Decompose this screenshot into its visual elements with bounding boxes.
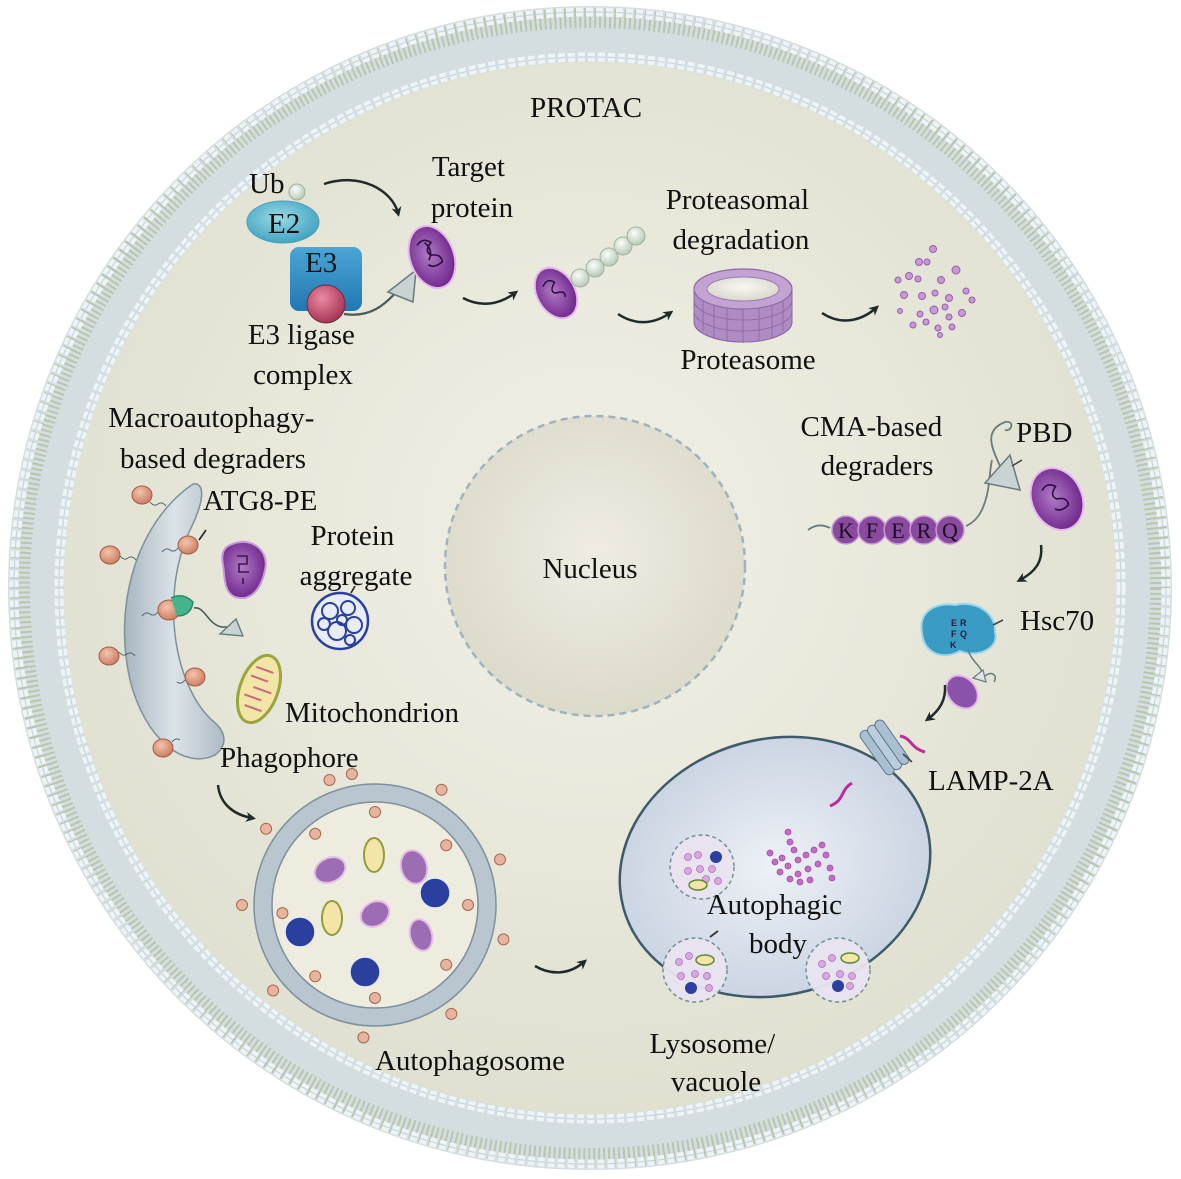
e2-label: E2 [268,208,300,240]
lamp-2a-label: LAMP-2A [928,765,1054,797]
autophagosome-label: Autophagosome [375,1045,565,1077]
lysosome-label: Lysosome/ vacuole [650,1028,783,1098]
hsc70-bound-protein-icon [945,674,979,710]
e3-ligase-complex-label: E3 ligase complex [248,319,362,391]
atg8-bead [236,899,248,911]
atg8-pe-label: ATG8-PE [203,485,317,517]
macroautophagy-pathway: Macroautophagy- based degraders ATG8-PE [98,402,588,1077]
ubiquitinated-protein-icon [533,226,646,320]
protein-aggregate-label: Protein aggregate [300,520,413,592]
phagophore-label: Phagophore [220,742,359,774]
autophagic-body [662,937,728,1003]
atg8-bead [345,768,358,780]
atg8-bead [440,839,453,852]
atg8-bead [276,907,289,920]
atg8-bead [309,827,322,840]
hsc70-motif-letter: F [951,629,957,639]
atg8-bead [462,899,474,911]
degraded-chain-icon [766,828,836,886]
hsc70-motif-letter: K [950,640,957,650]
atg8-bead [435,783,448,796]
atg8-binder-icon [170,595,194,617]
ubiquitination-arrow [462,290,519,305]
proteasome-label: Proteasome [680,344,815,376]
to-hsc70-arrow [1016,544,1043,582]
cma-title: CMA-based degraders [800,411,949,482]
atg8-bead [260,822,273,835]
ub-label: Ub [249,168,284,200]
degraded-peptides-icon [894,245,976,338]
e3-ligase-icon [290,247,362,311]
kferq-bead [935,515,965,545]
atg8-bead [323,774,336,786]
atg8-bead [440,958,453,971]
kferq-letter: R [917,518,932,543]
protein-aggregate-icon [310,585,370,651]
hsc70-motif-letter: Q [960,629,967,639]
to-lysosome-arrow [534,959,588,974]
to-peptides-arrow [821,305,880,322]
autophagosome-icon [236,768,510,1044]
kferq-letter: Q [942,518,958,543]
atg8-bead [445,1007,458,1020]
atg8-protac-warhead-icon [218,617,245,637]
pbd-icon [983,453,1022,491]
nucleus: Nucleus [443,414,747,718]
ub-transfer-arrow [323,178,402,217]
ubiquitin-icon [288,183,306,201]
hsc70-motif-letter: E [951,618,957,628]
e3-ligand-icon [306,284,346,324]
mitochondrion-label: Mitochondrion [285,697,459,729]
to-proteasome-arrow [617,310,674,324]
target-protein-label: Target protein [431,151,514,224]
kferq-letter: K [838,518,854,543]
pbd-label: PBD [1016,417,1072,449]
atg8-bead [494,853,506,866]
to-lamp2a-arrow [924,684,947,722]
target-protein-icon [407,225,457,289]
lamp-2a-icon [829,719,926,808]
atg8-bead [369,806,381,818]
mitochondrion-icon [236,653,282,725]
protac-warhead-icon [386,268,417,304]
atg8-bead [309,970,322,983]
e2-enzyme-icon [246,200,320,244]
lysosome-pathway: LAMP-2A [618,719,1054,1098]
misfolded-protein-icon [221,540,267,600]
protac-ups-pathway: Ub E2 E3 Target protein E3 ligase comple… [246,151,976,391]
proteasome-icon [693,268,793,343]
autophagosome-cargo [284,837,451,988]
autophagic-body [669,834,735,900]
hsc70-label: Hsc70 [1020,605,1094,637]
hsc70-motif-letter: R [960,618,967,628]
to-autophagosome-arrow [216,784,256,822]
proteasomal-degradation-label: Proteasomal degradation [666,184,817,256]
macroautophagy-title: Macroautophagy- based degraders [108,402,321,475]
atg8-bead [357,1031,370,1044]
nucleus-label: Nucleus [542,553,637,585]
autophagic-body [805,937,871,1003]
cma-target-protein-icon [1029,467,1085,531]
kferq-letter: F [866,518,878,543]
atg8-bead [369,992,381,1004]
autophagic-body-label: Autophagic body [707,889,850,960]
kferq-letter: E [891,518,904,543]
atg8-bead [497,933,510,946]
diagram-title: PROTAC [530,92,642,124]
atg8-bead [267,984,280,997]
lysosome-icon [618,735,932,999]
atg8-pe-beads [98,485,206,758]
e3-label: E3 [305,247,337,279]
